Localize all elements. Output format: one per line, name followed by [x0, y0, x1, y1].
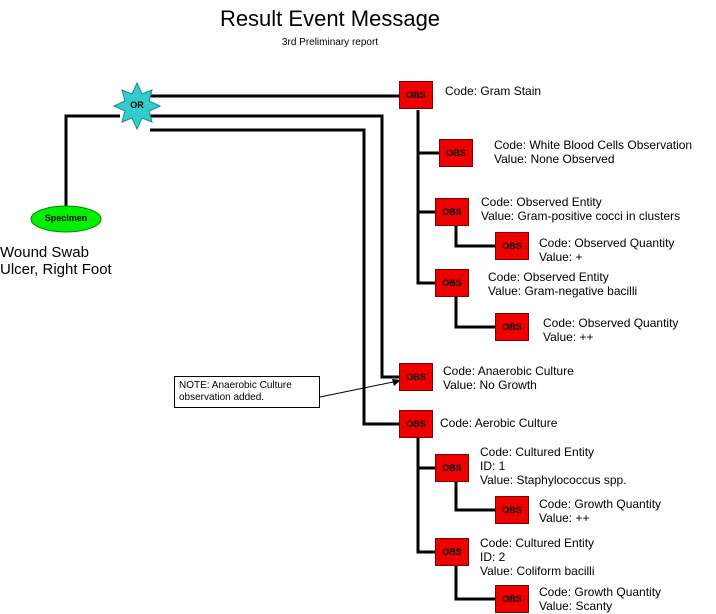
- obs-line: ID: 1: [480, 459, 506, 473]
- obs-line: Code: Growth Quantity: [539, 585, 662, 599]
- obs-line: Value: ++: [539, 511, 590, 525]
- obs-box-quantity-2: OBS: [495, 313, 529, 341]
- page-title: Result Event Message: [219, 6, 441, 31]
- specimen-node-label: Specimen: [44, 213, 88, 223]
- obs-text-growth-1: Code: Growth Quantity Value: ++: [539, 497, 661, 525]
- obs-line: Value: Staphylococcus spp.: [480, 473, 627, 487]
- note-arrow-head: [392, 379, 401, 386]
- obs-line: ID: 2: [480, 550, 506, 564]
- or-label: OR: [130, 100, 144, 110]
- specimen-line-2: Ulcer, Right Foot: [0, 261, 112, 278]
- obs-line: Value: Gram-positive cocci in clusters: [481, 209, 681, 223]
- connector-entity1-qty: [454, 226, 496, 248]
- obs-text-gram-stain: Code: Gram Stain: [445, 84, 541, 98]
- specimen-description: Wound Swab Ulcer, Right Foot: [0, 244, 112, 278]
- obs-box-entity-1: OBS: [435, 198, 469, 226]
- connector-cult1-growth: [454, 482, 496, 512]
- obs-text-entity-2: Code: Observed Entity Value: Gram-negati…: [488, 270, 637, 298]
- obs-line: Value: Coliform bacilli: [480, 564, 595, 578]
- obs-line: Code: Cultured Entity: [480, 536, 595, 550]
- obs-box-growth-1: OBS: [495, 496, 529, 524]
- obs-text-entity-1: Code: Observed Entity Value: Gram-positi…: [481, 195, 680, 223]
- obs-text-cultured-1: Code: Cultured Entity ID: 1 Value: Staph…: [480, 445, 627, 487]
- obs-text-quantity-2: Code: Observed Quantity Value: ++: [543, 316, 678, 344]
- obs-line: Code: Cultured Entity: [480, 445, 595, 459]
- obs-line: Code: Gram Stain: [445, 84, 542, 98]
- connector-or-aerobic: [150, 128, 401, 426]
- obs-box-growth-2: OBS: [495, 585, 529, 613]
- obs-box-aerobic: OBS: [399, 410, 433, 438]
- page-subtitle: 3rd Preliminary report: [281, 37, 379, 48]
- connector-specimen-or: [64, 114, 120, 212]
- obs-box-gram-stain: OBS: [399, 81, 433, 109]
- obs-text-wbc: Code: White Blood Cells Observation Valu…: [494, 138, 692, 166]
- obs-line: Code: Aerobic Culture: [440, 416, 558, 430]
- obs-line: Value: +: [539, 250, 583, 264]
- obs-text-aerobic: Code: Aerobic Culture: [440, 416, 557, 430]
- note-box: NOTE: Anaerobic Culture observation adde…: [174, 376, 320, 408]
- obs-box-cultured-1: OBS: [435, 454, 469, 482]
- obs-box-wbc: OBS: [439, 139, 473, 167]
- obs-line: Value: No Growth: [443, 378, 537, 392]
- obs-line: Code: Anaerobic Culture: [443, 364, 574, 378]
- obs-line: Code: Observed Quantity: [543, 316, 679, 330]
- obs-box-cultured-2: OBS: [435, 538, 469, 566]
- obs-box-anaerobic: OBS: [399, 363, 433, 391]
- connector-entity2-qty: [454, 297, 497, 329]
- connector-cult2-growth: [454, 566, 496, 601]
- obs-text-anaerobic: Code: Anaerobic Culture Value: No Growth: [443, 364, 574, 392]
- connector-gram-wbc: [416, 110, 441, 155]
- obs-line: Value: None Observed: [494, 152, 615, 166]
- obs-line: Code: White Blood Cells Observation: [494, 138, 693, 152]
- connector-aerobic-entity2: [416, 466, 437, 554]
- obs-text-cultured-2: Code: Cultured Entity ID: 2 Value: Colif…: [480, 536, 595, 578]
- specimen-ellipse: [30, 205, 102, 233]
- obs-line: Value: Gram-negative bacilli: [488, 284, 638, 298]
- specimen-line-1: Wound Swab: [0, 244, 89, 261]
- obs-text-quantity-1: Code: Observed Quantity Value: +: [539, 236, 674, 264]
- obs-line: Code: Growth Quantity: [539, 497, 662, 511]
- obs-box-entity-2: OBS: [435, 269, 469, 297]
- obs-line: Code: Observed Quantity: [539, 236, 675, 250]
- connector-gram-entity2: [416, 210, 437, 285]
- obs-text-growth-2: Code: Growth Quantity Value: Scanty: [539, 585, 661, 613]
- obs-line: Value: Scanty: [539, 599, 613, 613]
- obs-box-quantity-1: OBS: [495, 232, 529, 260]
- obs-line: Code: Observed Entity: [488, 270, 609, 284]
- connector-or-anaerobic: [150, 114, 401, 379]
- note-arrow-line: [319, 380, 399, 398]
- or-star-shape: [112, 81, 162, 131]
- obs-line: Value: ++: [543, 330, 594, 344]
- obs-line: Code: Observed Entity: [481, 195, 602, 209]
